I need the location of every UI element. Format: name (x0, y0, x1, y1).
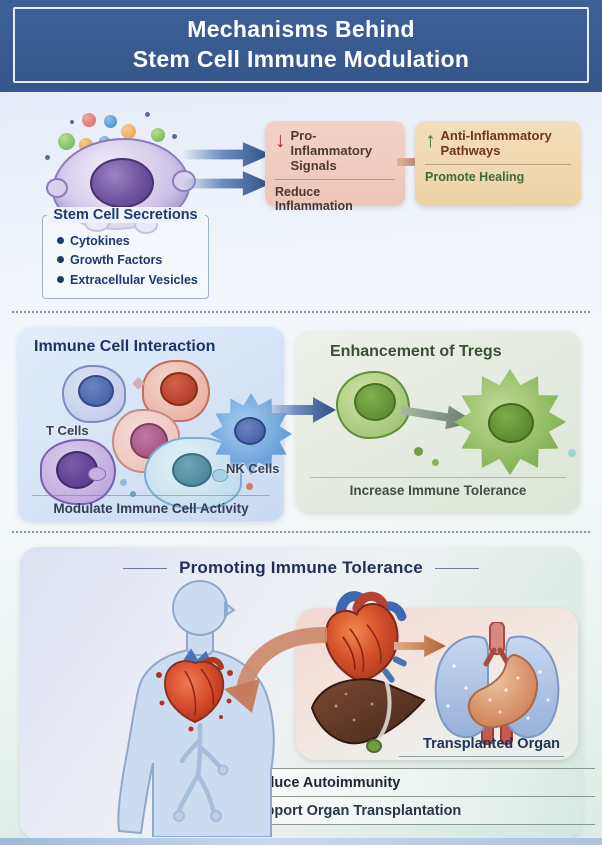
anti-inflammatory-card: ↑ Anti-Inflammatory Pathways Promote Hea… (415, 121, 581, 206)
immune-cell-purple-illustration (40, 439, 116, 505)
immune-cell-cyan-illustration (144, 437, 242, 509)
secretion-speck (45, 155, 50, 160)
liver-illustration (310, 678, 426, 753)
panel-speck (246, 483, 253, 490)
bar-line (203, 796, 595, 797)
immune-cell-interaction-panel: Immune Cell Interaction T Cells NK Cells… (18, 327, 292, 521)
secretions-list-item: Cytokines (57, 232, 208, 251)
page-title-line2: Stem Cell Immune Modulation (132, 46, 470, 72)
tolerance-title-row: Promoting Immune Tolerance (20, 558, 582, 578)
stem-cell-secretions-box: Stem Cell Secretions Cytokines Growth Fa… (42, 207, 209, 299)
panel-divider (310, 477, 566, 478)
header-inner-border: Mechanisms Behind Stem Cell Immune Modul… (13, 7, 589, 83)
tregs-panel-caption: Increase Immune Tolerance (349, 483, 527, 498)
flow-arrow-icon (183, 142, 271, 167)
secretion-dot (104, 115, 117, 128)
header-banner: Mechanisms Behind Stem Cell Immune Modul… (0, 0, 602, 92)
nk-cells-label: NK Cells (226, 461, 280, 476)
cell-nucleus (78, 375, 114, 407)
panel-divider (32, 495, 270, 496)
organ-label-underline (399, 756, 564, 757)
down-arrow-icon: ↓ (275, 129, 286, 152)
anti-inflammatory-caption: Promote Healing (425, 169, 525, 184)
cell-nucleus (234, 417, 266, 445)
card-divider (425, 163, 571, 165)
panel-speck (568, 449, 576, 457)
pro-inflammatory-caption: Reduce Inflammation (275, 184, 353, 213)
up-arrow-icon: ↑ (425, 129, 436, 152)
immune-panel-caption: Modulate Immune Cell Activity (53, 501, 249, 516)
cell-nucleus (488, 403, 534, 443)
secretions-list-item: Growth Factors (57, 251, 208, 270)
card-divider (275, 178, 395, 180)
treg-cell-illustration (336, 371, 410, 439)
bar-line (203, 768, 595, 769)
panel-speck (432, 459, 439, 466)
transplanted-organ-panel: Transplanted Organ (296, 591, 578, 760)
cell-nucleus (160, 372, 198, 406)
immune-panel-title: Immune Cell Interaction (34, 338, 216, 355)
secretion-speck (172, 134, 177, 139)
panel-speck (130, 491, 136, 497)
secretions-list: Cytokines Growth Factors Extracellular V… (57, 232, 208, 290)
pro-inflammatory-title: Pro-Inflammatory Signals (290, 128, 373, 173)
secretion-dot (121, 124, 136, 139)
title-dash (434, 567, 479, 569)
panel-speck (414, 447, 423, 456)
tolerance-bullet-label: Support Organ Transplantation (247, 802, 462, 819)
cell-nucleus (354, 383, 396, 421)
flow-arrow-icon (183, 171, 271, 196)
tolerance-section-title: Promoting Immune Tolerance (179, 558, 423, 577)
secretion-speck (145, 112, 150, 117)
secretion-dot (58, 133, 75, 150)
secretion-dot (151, 128, 165, 142)
t-cell-illustration (62, 365, 126, 423)
secretion-dot (82, 113, 96, 127)
cell-vacuole (88, 467, 106, 481)
bottom-border-strip (0, 838, 602, 845)
tregs-enhancement-panel: Enhancement of Tregs Increase Immune Tol… (296, 331, 580, 512)
section-divider (12, 311, 590, 313)
secretions-list-item: Extracellular Vesicles (57, 271, 208, 290)
tolerance-bullet-label: Reduce Autoimmunity (247, 774, 401, 791)
title-dash (123, 567, 168, 569)
heart-illustration (324, 591, 407, 683)
panel-speck (120, 479, 127, 486)
stem-cell-nucleus (90, 158, 154, 208)
stem-cell-bump (46, 178, 68, 198)
anti-inflammatory-title: Anti-Inflammatory Pathways (440, 128, 552, 158)
immune-cell-red-illustration (142, 360, 210, 422)
bar-line (203, 824, 595, 825)
promoting-tolerance-panel: Promoting Immune Tolerance (20, 547, 595, 839)
secretions-box-title: Stem Cell Secretions (46, 207, 205, 223)
cell-nucleus (172, 453, 212, 487)
pro-inflammatory-card: ↓ Pro-Inflammatory Signals Reduce Inflam… (265, 121, 405, 213)
organ-to-body-arrow-icon (224, 627, 327, 713)
enhanced-treg-cell-illustration (454, 369, 566, 475)
section-divider (12, 531, 590, 533)
page-title-line1: Mechanisms Behind (187, 16, 415, 43)
t-cells-label: T Cells (46, 423, 89, 438)
tregs-panel-title: Enhancement of Tregs (330, 343, 502, 360)
cell-vacuole (212, 469, 228, 482)
stomach-illustration (467, 654, 538, 729)
transplanted-organ-label: Transplanted Organ (423, 736, 560, 752)
secretion-speck (70, 120, 74, 124)
chest-heart-illustration (156, 648, 233, 732)
